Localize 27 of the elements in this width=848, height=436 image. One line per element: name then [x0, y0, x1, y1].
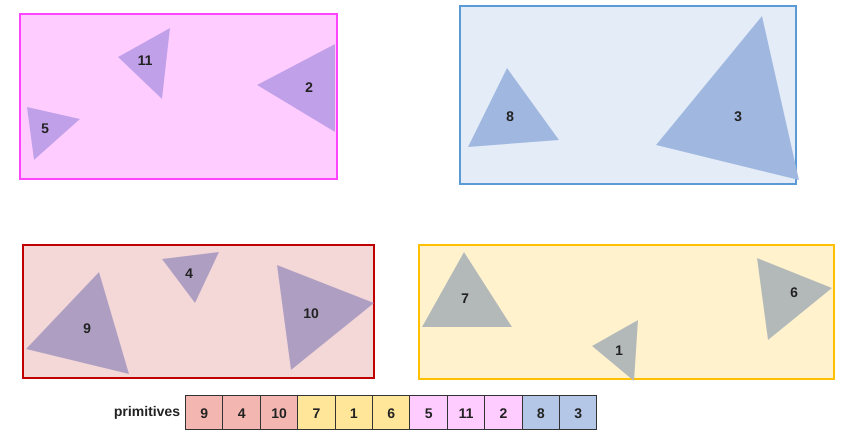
array-cell: 3	[559, 395, 598, 430]
array-cell: 7	[297, 395, 336, 430]
triangle-label: 5	[41, 120, 49, 136]
array-cell: 1	[334, 395, 373, 430]
triangle-label: 3	[734, 108, 742, 124]
triangle-label: 9	[83, 320, 91, 336]
array-cell: 8	[522, 395, 560, 430]
group-box	[19, 13, 338, 180]
array-cell: 5	[409, 395, 448, 430]
array-cell: 10	[260, 395, 298, 430]
triangle-label: 7	[461, 290, 469, 306]
triangle-label: 4	[185, 265, 193, 281]
array-cell: 2	[484, 395, 523, 430]
triangle-label: 11	[138, 52, 152, 68]
triangle-label: 8	[506, 108, 514, 124]
array-cell: 11	[446, 395, 486, 430]
triangle-label: 10	[303, 305, 319, 321]
triangle-label: 2	[305, 79, 313, 95]
group-box	[459, 5, 797, 185]
triangle-label: 1	[615, 342, 623, 358]
group-box	[22, 244, 375, 379]
group-box	[418, 244, 835, 380]
array-cell: 6	[372, 395, 410, 430]
triangle-label: 6	[790, 284, 798, 300]
array-label: primitives	[114, 403, 180, 419]
array-cell: 4	[222, 395, 261, 430]
array-cell: 9	[185, 395, 224, 430]
